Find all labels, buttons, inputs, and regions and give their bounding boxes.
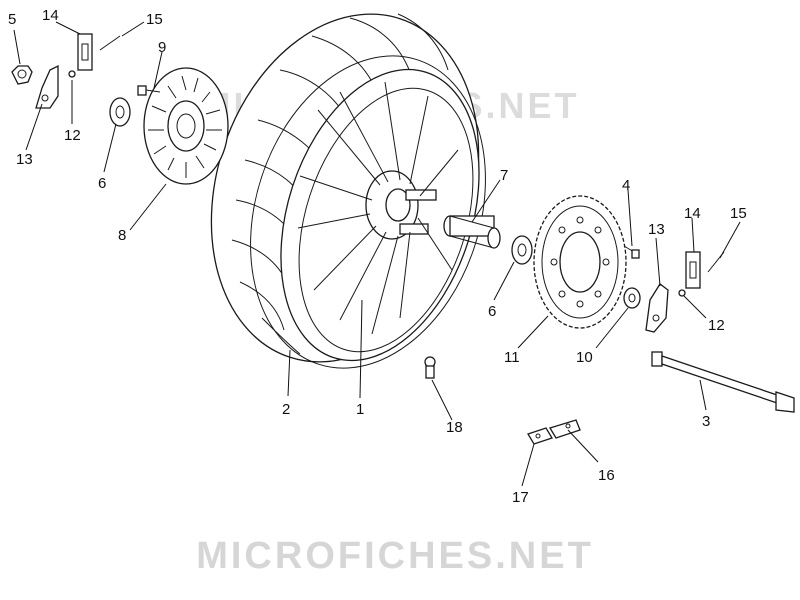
callout-8: 8	[118, 227, 126, 244]
callout-15: 15	[146, 11, 163, 28]
callout-3: 3	[702, 413, 710, 430]
bearing-icon	[511, 235, 533, 265]
callout-15: 15	[730, 205, 747, 222]
callout-17: 17	[512, 489, 529, 506]
sprocket-icon	[533, 195, 627, 329]
bearing-icon	[109, 97, 131, 127]
spacer-icon	[443, 215, 501, 249]
callout-13: 13	[648, 221, 665, 238]
callout-labels: 5 14 15 9 12 13 6 8 7 4 13 14 15 6 12 11…	[8, 7, 747, 506]
small-nut-icon	[68, 70, 76, 78]
leader-lines	[13, 21, 741, 487]
rim-icon	[280, 68, 480, 362]
bolt-icon	[623, 245, 640, 259]
adjuster-screw-icon	[99, 35, 121, 51]
callout-12: 12	[708, 317, 725, 334]
axle-icon	[651, 351, 795, 413]
callout-2: 2	[282, 401, 290, 418]
chain-adjuster-icon	[645, 283, 669, 333]
callout-16: 16	[598, 467, 615, 484]
adjuster-plate-icon	[77, 33, 93, 71]
chain-link-icon	[527, 419, 581, 445]
bolt-icon	[137, 85, 161, 96]
callout-18: 18	[446, 419, 463, 436]
callout-6: 6	[488, 303, 496, 320]
small-nut-icon	[678, 289, 686, 297]
callout-5: 5	[8, 11, 16, 28]
seal-icon	[623, 287, 641, 309]
callout-1: 1	[356, 401, 364, 418]
callout-13: 13	[16, 151, 33, 168]
nut-icon	[11, 65, 33, 85]
callout-10: 10	[576, 349, 593, 366]
watermark-bottom: MICROFICHES.NET	[196, 535, 594, 577]
adjuster-plate-icon	[685, 251, 701, 289]
chain-adjuster-icon	[35, 64, 59, 109]
callout-4: 4	[622, 177, 630, 194]
callout-7: 7	[500, 167, 508, 184]
valve-icon	[424, 356, 436, 379]
callout-11: 11	[504, 349, 520, 366]
brake-disc-icon	[143, 67, 229, 185]
callout-9: 9	[158, 39, 166, 56]
callout-12: 12	[64, 127, 81, 144]
callout-6: 6	[98, 175, 106, 192]
callout-14: 14	[684, 205, 701, 222]
callout-14: 14	[42, 7, 59, 24]
